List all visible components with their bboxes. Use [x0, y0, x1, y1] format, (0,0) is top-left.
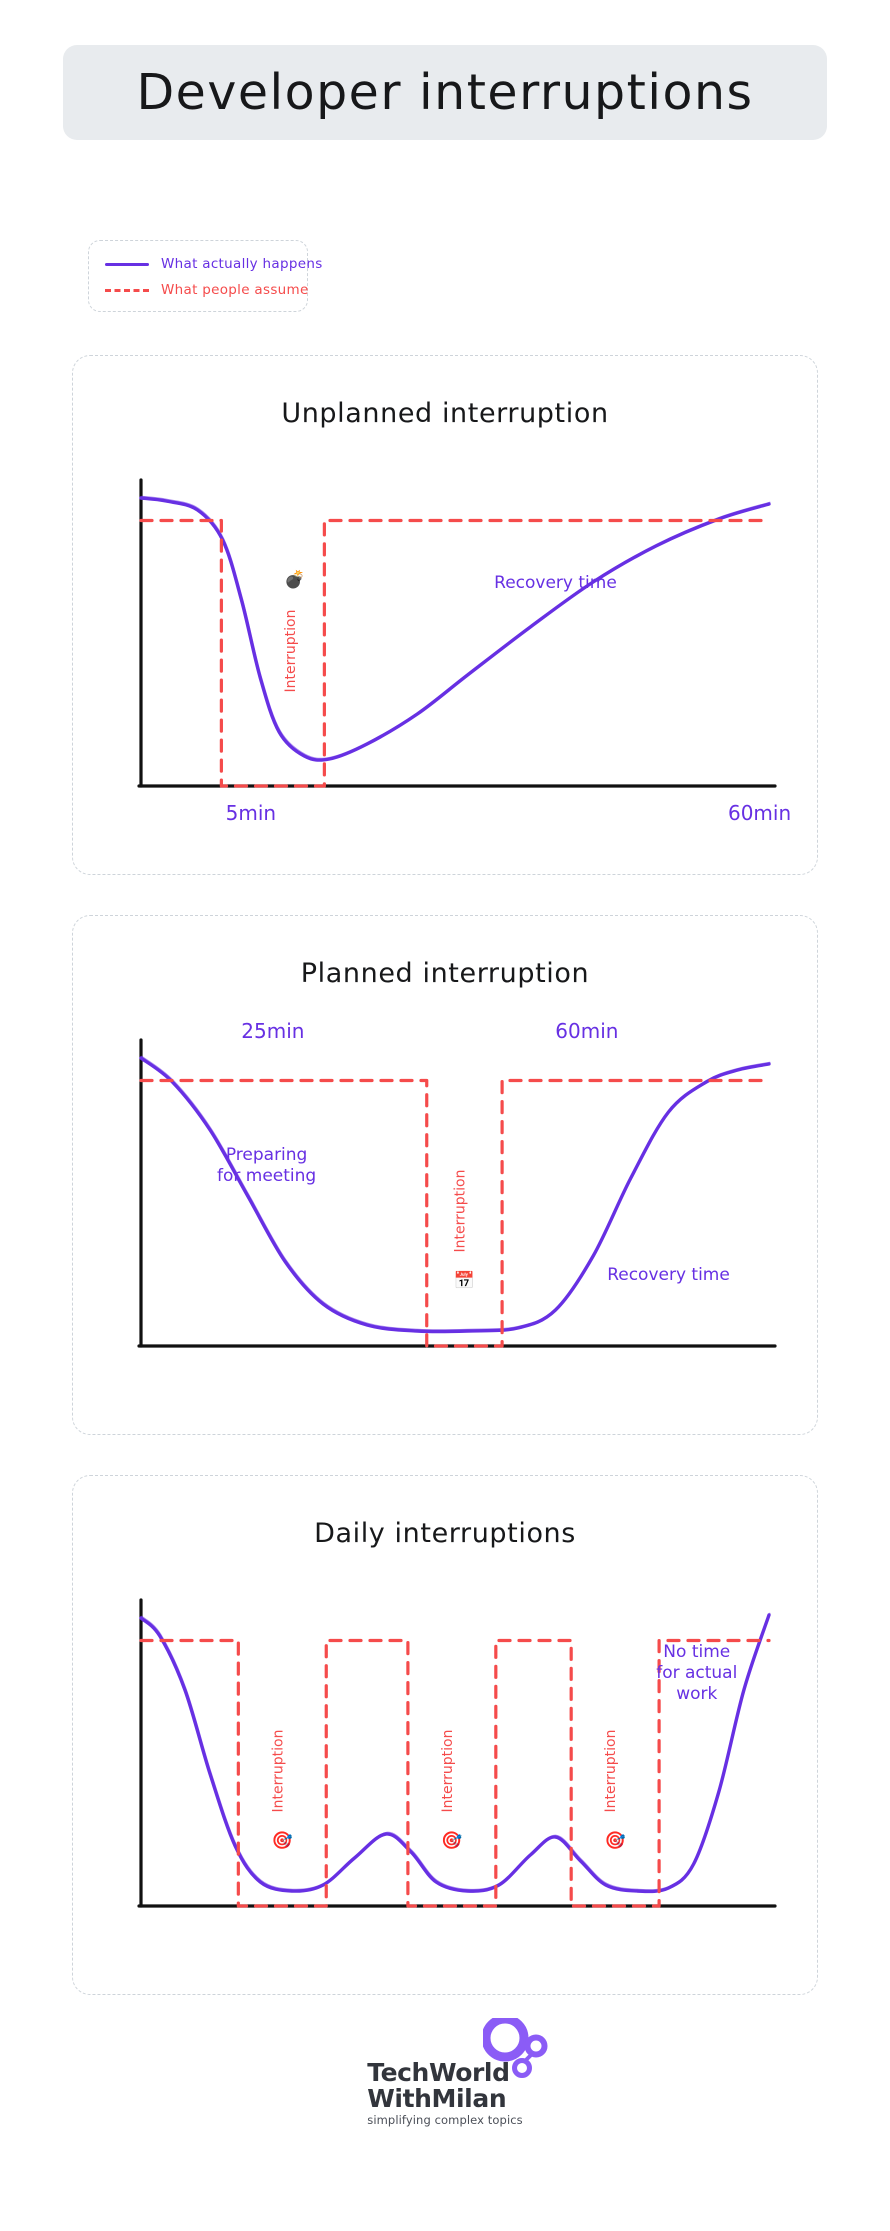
chart-annotation: Interruption [603, 1730, 619, 1813]
chart-annotation: Interruption [270, 1730, 286, 1813]
svg-text:Interruption: Interruption [283, 610, 299, 693]
legend-dashed-line-icon [103, 284, 151, 296]
logo-line-2: WithMilan [367, 2083, 507, 2113]
logo-line-1: TechWorld [367, 2058, 510, 2087]
chart-axes [137, 478, 777, 788]
legend-item-label: What people assume [161, 282, 309, 298]
series-actual-line [139, 496, 771, 762]
svg-text:for actual: for actual [656, 1663, 737, 1683]
title-banner: Developer interruptions [63, 45, 827, 140]
x-axis-tick-label: 60min [555, 1019, 618, 1043]
chart-annotation: Interruption [440, 1730, 456, 1813]
target-emoji: 🎯 [272, 1831, 293, 1851]
series-assumed-line [139, 1638, 771, 1908]
page-title: Developer interruptions [136, 64, 754, 121]
chart-annotation: Interruption [452, 1170, 468, 1253]
footer: TechWorld WithMilan simplifying complex … [0, 2014, 890, 2127]
x-axis-tick-label: 5min [226, 801, 276, 825]
bomb-emoji: 💣 [284, 569, 305, 590]
svg-text:No time: No time [663, 1642, 730, 1662]
svg-text:Preparing: Preparing [226, 1145, 308, 1165]
svg-text:Interruption: Interruption [440, 1730, 456, 1813]
legend-item-label: What actually happens [161, 256, 323, 272]
legend-solid-line-icon [103, 258, 151, 270]
svg-text:Interruption: Interruption [603, 1730, 619, 1813]
svg-text:for meeting: for meeting [217, 1166, 316, 1186]
chart-title: Daily interruptions [314, 1518, 576, 1549]
logo-mark-icon [481, 2014, 549, 2084]
svg-text:Recovery time: Recovery time [494, 573, 617, 593]
brand-logo: TechWorld WithMilan simplifying complex … [367, 2014, 548, 2127]
chart-unplanned-interruption: 5min 60min Interruption Recovery time 💣 [101, 452, 791, 842]
legend-item-actual: What actually happens [103, 251, 322, 277]
calendar-emoji: 📅 [454, 1270, 475, 1291]
chart-title: Planned interruption [300, 958, 590, 989]
chart-annotation: Interruption [283, 610, 299, 693]
target-emoji: 🎯 [441, 1831, 462, 1851]
target-emoji: 🎯 [605, 1831, 626, 1851]
svg-text:Interruption: Interruption [270, 1730, 286, 1813]
legend-item-assumed: What people assume [103, 277, 309, 303]
legend: What actually happens What people assume [88, 240, 322, 312]
x-axis-tick-label: 60min [728, 801, 791, 825]
chart-title: Unplanned interruption [281, 398, 609, 429]
series-assumed-line [139, 1078, 771, 1348]
chart-panel-unplanned: Unplanned interruption 5min 60min Interrup… [72, 355, 818, 875]
series-actual-line-ghost [141, 495, 771, 760]
svg-text:Interruption: Interruption [452, 1170, 468, 1253]
svg-text:Recovery time: Recovery time [607, 1265, 730, 1285]
x-axis-tick-label: 25min [241, 1019, 304, 1043]
chart-annotation: Recovery time [607, 1265, 730, 1285]
svg-text:work: work [676, 1684, 717, 1704]
series-assumed-line [139, 518, 771, 788]
series-actual-line-ghost [141, 1612, 771, 1891]
chart-daily-interruptions: Interruption Interruption Interruption No t… [101, 1572, 791, 1962]
logo-tagline: simplifying complex topics [367, 2113, 523, 2127]
chart-annotation: Recovery time [494, 573, 617, 593]
series-actual-line-ghost [141, 1055, 771, 1331]
